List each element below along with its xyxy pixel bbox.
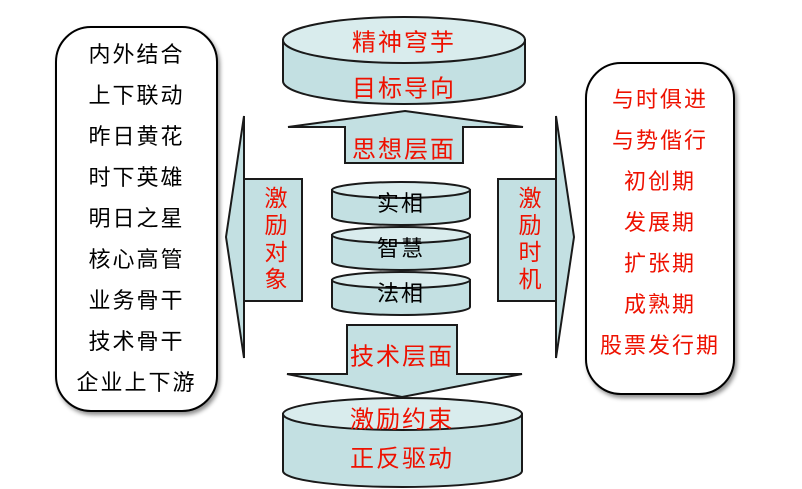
right-panel-item: 初创期 <box>623 170 696 195</box>
bottom-cylinder-line1: 激励约束 <box>350 405 454 434</box>
top-cylinder-line1: 精神穹芋 <box>352 28 456 57</box>
stack-cylinder-1-body <box>331 189 471 226</box>
top-cylinder-top <box>282 16 526 64</box>
right-arrow-label: 激励时机 <box>514 186 540 294</box>
down-arrow-label: 技术层面 <box>350 342 454 371</box>
stack-cylinder-2-top <box>331 226 471 244</box>
stack-cylinder-2-body <box>331 234 471 271</box>
right-panel: 与时俱进 与势偕行 初创期 发展期 扩张期 成熟期 股票发行期 <box>585 62 735 395</box>
right-arrow-head-shape <box>555 115 576 359</box>
bottom-cylinder-top <box>282 397 523 431</box>
right-panel-item: 发展期 <box>623 211 696 236</box>
right-panel-item: 股票发行期 <box>599 334 720 359</box>
top-cylinder-line2: 目标导向 <box>352 74 456 103</box>
up-arrow-shape <box>287 109 524 164</box>
left-panel-item: 昨日黄花 <box>88 124 185 150</box>
left-panel-item: 时下英雄 <box>88 165 185 191</box>
left-panel-item: 技术骨干 <box>88 329 185 355</box>
right-panel-item: 成熟期 <box>623 293 696 318</box>
left-panel-item: 明日之星 <box>88 206 185 232</box>
right-panel-item: 与时俱进 <box>611 88 708 113</box>
stack-label-2: 智慧 <box>376 237 426 262</box>
bottom-cylinder-line2: 正反驱动 <box>350 444 454 473</box>
stack-cylinder-3-top <box>331 271 471 289</box>
up-arrow-label: 思想层面 <box>352 135 456 164</box>
left-panel-item: 内外结合 <box>88 42 185 68</box>
stack-cylinder-1-top <box>331 181 471 199</box>
left-arrow-label: 激励对象 <box>260 186 286 294</box>
stack-cylinder-3-body <box>331 279 471 316</box>
left-arrow-head-shape <box>224 115 245 359</box>
left-panel-item: 核心高管 <box>88 247 185 273</box>
left-panel-item: 企业上下游 <box>76 370 197 396</box>
right-panel-item: 与势偕行 <box>611 129 708 154</box>
left-arrow-shaft-shape <box>243 178 303 302</box>
right-panel-item: 扩张期 <box>623 252 696 277</box>
left-panel-item: 业务骨干 <box>88 288 185 314</box>
down-arrow-shape <box>286 324 523 399</box>
left-panel-item: 上下联动 <box>88 83 185 109</box>
bottom-cylinder-body <box>282 413 523 488</box>
stack-label-1: 实相 <box>376 192 426 217</box>
stack-label-3: 法相 <box>376 282 426 307</box>
left-panel: 内外结合 上下联动 昨日黄花 时下英雄 明日之星 核心高管 业务骨干 技术骨干 … <box>55 26 218 412</box>
right-arrow-shaft-shape <box>497 178 557 302</box>
